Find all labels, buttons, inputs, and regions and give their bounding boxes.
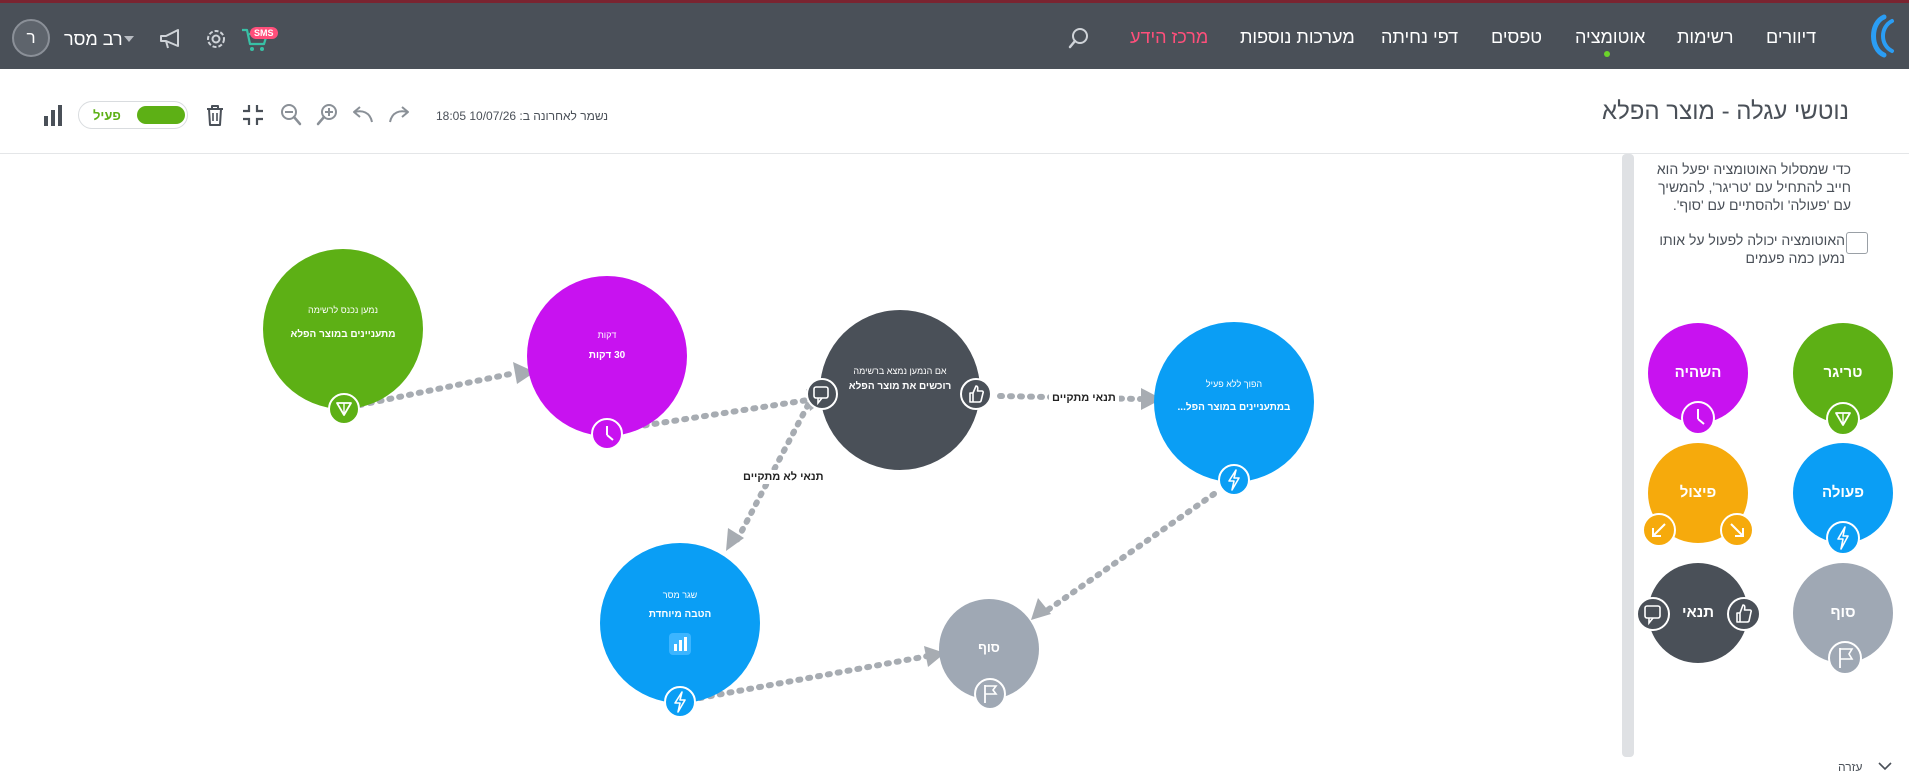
- last-saved-text: נשמר לאחרונה ב: 10/07/26 18:05: [436, 109, 609, 123]
- nav-item-automation[interactable]: אוטומציה: [1575, 27, 1646, 47]
- sms-badge: SMS: [250, 27, 278, 39]
- trigger-icon: [1826, 402, 1860, 436]
- search-icon[interactable]: [1068, 27, 1090, 49]
- node-subtitle: נמען נכנס לרשימה: [308, 305, 378, 315]
- zoom-in-icon[interactable]: [314, 102, 340, 128]
- bolt-icon: [664, 686, 696, 718]
- toggle-label: פעיל: [93, 108, 121, 123]
- flow-node-trigger[interactable]: נמען נכנס לרשימה מתעניינים במוצר הפלא: [263, 249, 423, 409]
- flow-node-condition[interactable]: אם הנמען נמצא ברשימה רוכשים את מוצר הפלא: [820, 310, 980, 470]
- thumbs-up-icon[interactable]: [960, 378, 992, 410]
- repeat-checkbox-label: האוטומציה יכולה לפעול על אותו נמען כמה פ…: [1659, 232, 1845, 266]
- gear-icon[interactable]: [204, 27, 228, 51]
- trigger-icon: [328, 393, 360, 425]
- avatar[interactable]: ר: [12, 19, 50, 57]
- thumbs-down-icon: [1636, 597, 1670, 631]
- trash-icon[interactable]: [202, 102, 228, 128]
- nav-item-forms[interactable]: טפסים: [1491, 27, 1543, 47]
- arrow-down-left-icon: [1642, 513, 1676, 547]
- chevron-down-icon[interactable]: [1878, 762, 1892, 771]
- megaphone-icon[interactable]: [158, 27, 184, 51]
- canvas-scrollbar[interactable]: [1622, 154, 1634, 757]
- top-navbar: דיוורים רשימות אוטומציה טפסים דפי נחיתה …: [0, 3, 1909, 69]
- thumbs-up-icon: [1727, 597, 1761, 631]
- flow-node-wait[interactable]: דקות 30 דקות: [527, 276, 687, 436]
- sidebar-help-label[interactable]: עזרה: [1838, 760, 1863, 774]
- nav-item-mailings[interactable]: דיוורים: [1766, 27, 1817, 47]
- node-subtitle: הפוך ללא פעיל: [1205, 379, 1263, 389]
- toggle-switch[interactable]: [137, 106, 185, 124]
- edge-label-condition-true: תנאי מתקיים: [1049, 391, 1119, 405]
- node-title: במתעניינים במוצר הפל...: [1177, 402, 1291, 413]
- automation-canvas[interactable]: תנאי מתקיים תנאי לא מתקיים נמען נכנס לרש…: [0, 154, 1622, 771]
- undo-icon[interactable]: [350, 102, 376, 128]
- bolt-icon: [1826, 521, 1860, 555]
- redo-icon[interactable]: [386, 102, 412, 128]
- nav-item-knowledge-center[interactable]: מרכז הידע: [1130, 27, 1209, 47]
- flow-node-deactivate[interactable]: הפוך ללא פעיל במתעניינים במוצר הפל...: [1154, 322, 1314, 482]
- node-title: הטבה מיוחדת: [648, 609, 712, 620]
- bolt-icon: [1218, 464, 1250, 496]
- active-nav-indicator: [1604, 51, 1610, 57]
- thumbs-down-icon[interactable]: [806, 378, 838, 410]
- flow-node-send-message[interactable]: שגר מסר הטבה מיוחדת: [600, 543, 760, 703]
- stats-icon[interactable]: [669, 633, 691, 655]
- node-title: סוף: [978, 640, 1000, 655]
- flag-icon: [974, 678, 1006, 710]
- flow-connectors: [357, 362, 1217, 701]
- node-title: רוכשים את מוצר הפלא: [848, 381, 952, 392]
- nav-item-landing-pages[interactable]: דפי נחיתה: [1381, 27, 1459, 47]
- page-title[interactable]: נוטשי עגלה - מוצר הפלא: [1602, 98, 1849, 125]
- nav-item-more-systems[interactable]: מערכות נוספות: [1240, 27, 1355, 47]
- arrow-down-right-icon: [1720, 513, 1754, 547]
- edge-label-condition-false: תנאי לא מתקיים: [740, 470, 827, 484]
- editor-toolbar: נוטשי עגלה - מוצר הפלא נשמר לאחרונה ב: 1…: [0, 70, 1909, 154]
- sidebar-instructions: כדי שמסלול האוטומציה יפעל הוא חייב להתחי…: [1656, 161, 1851, 213]
- nav-item-lists[interactable]: רשימות: [1677, 27, 1734, 47]
- node-title: 30 דקות: [588, 350, 626, 361]
- top-accent-line: [0, 0, 1909, 3]
- clock-icon: [1681, 401, 1715, 435]
- node-subtitle: שגר מסר: [662, 590, 698, 600]
- active-toggle[interactable]: פעיל: [78, 101, 188, 129]
- node-subtitle: אם הנמען נמצא ברשימה: [853, 366, 947, 376]
- zoom-out-icon[interactable]: [277, 102, 303, 128]
- node-title: מתעניינים במוצר הפלא: [290, 329, 396, 340]
- clock-icon: [591, 418, 623, 450]
- brand-logo-icon[interactable]: [1862, 13, 1896, 59]
- chevron-down-icon[interactable]: [124, 36, 134, 42]
- flag-icon: [1828, 641, 1862, 675]
- stats-icon[interactable]: [40, 102, 66, 128]
- repeat-checkbox[interactable]: [1846, 232, 1868, 254]
- node-subtitle: דקות: [597, 330, 617, 340]
- compress-icon[interactable]: [240, 102, 266, 128]
- user-name[interactable]: רב מסר: [64, 29, 123, 49]
